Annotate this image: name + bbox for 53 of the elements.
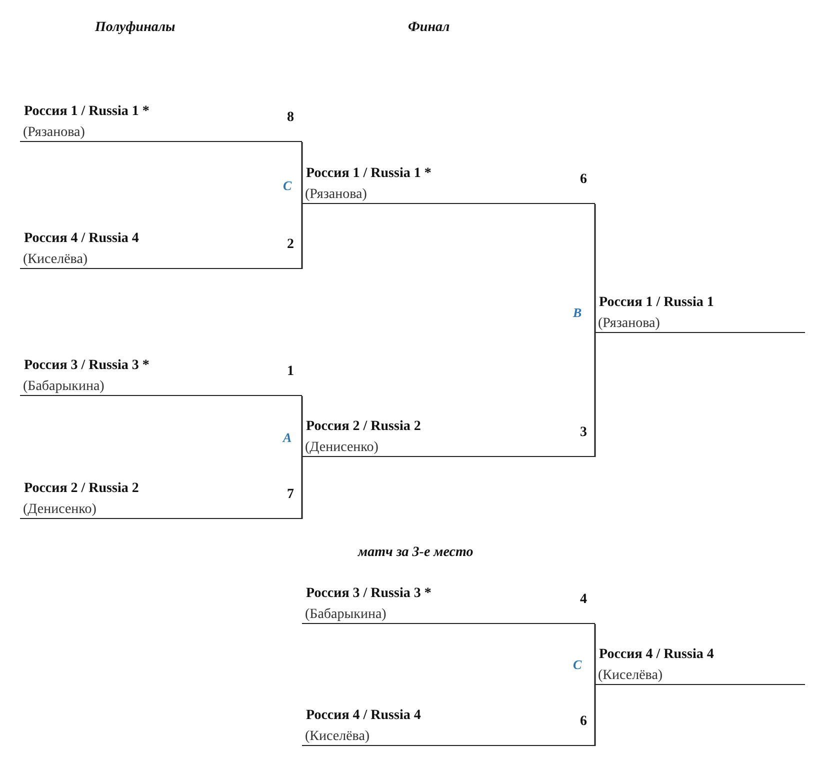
round-heading: Финал [408,20,450,36]
bracket-line [594,624,596,686]
score: 7 [287,487,294,503]
team-name: Россия 3 / Russia 3 * [306,586,432,602]
score: 8 [287,110,294,126]
score: 2 [287,237,294,253]
bracket-slot [302,419,595,457]
bracket-line [301,203,303,269]
bracket-line [594,684,596,746]
player-name: (Киселёва) [598,668,663,684]
bracket-slot [20,481,302,519]
player-name: (Бабарыкина) [23,379,104,395]
score: 6 [580,714,587,730]
team-name: Россия 4 / Russia 4 [599,647,714,663]
score: 3 [580,425,587,441]
bracket-line [594,204,596,334]
team-name: Россия 1 / Russia 1 [599,295,714,311]
bracket-slot [302,586,595,624]
team-name: Россия 2 / Russia 2 [306,419,421,435]
score: 4 [580,592,587,608]
bracket-slot [595,647,805,685]
match-letter: B [573,305,582,321]
bracket-slot [302,708,595,746]
bracket-slot [20,358,302,396]
bracket-line [301,396,303,458]
bracket-slot [302,166,595,204]
player-name: (Рязанова) [305,187,367,203]
player-name: (Рязанова) [23,125,85,141]
bracket-line [594,332,596,457]
team-name: Россия 4 / Russia 4 [24,231,139,247]
round-heading: Полуфиналы [95,20,176,36]
bracket-slot [20,104,302,142]
player-name: (Киселёва) [23,252,88,268]
bracket-line [301,456,303,519]
match-letter: C [283,178,292,194]
round-heading: матч за 3-е место [358,545,474,561]
score: 6 [580,172,587,188]
player-name: (Денисенко) [23,502,96,518]
team-name: Россия 2 / Russia 2 [24,481,139,497]
team-name: Россия 3 / Russia 3 * [24,358,150,374]
match-letter: A [283,430,292,446]
player-name: (Рязанова) [598,316,660,332]
match-letter: C [573,657,582,673]
bracket-slot [20,231,302,269]
team-name: Россия 4 / Russia 4 [306,708,421,724]
player-name: (Денисенко) [305,440,378,456]
player-name: (Киселёва) [305,729,370,745]
player-name: (Бабарыкина) [305,607,386,623]
team-name: Россия 1 / Russia 1 * [306,166,432,182]
score: 1 [287,364,294,380]
team-name: Россия 1 / Russia 1 * [24,104,150,120]
bracket-slot [595,295,805,333]
bracket-line [301,142,303,205]
